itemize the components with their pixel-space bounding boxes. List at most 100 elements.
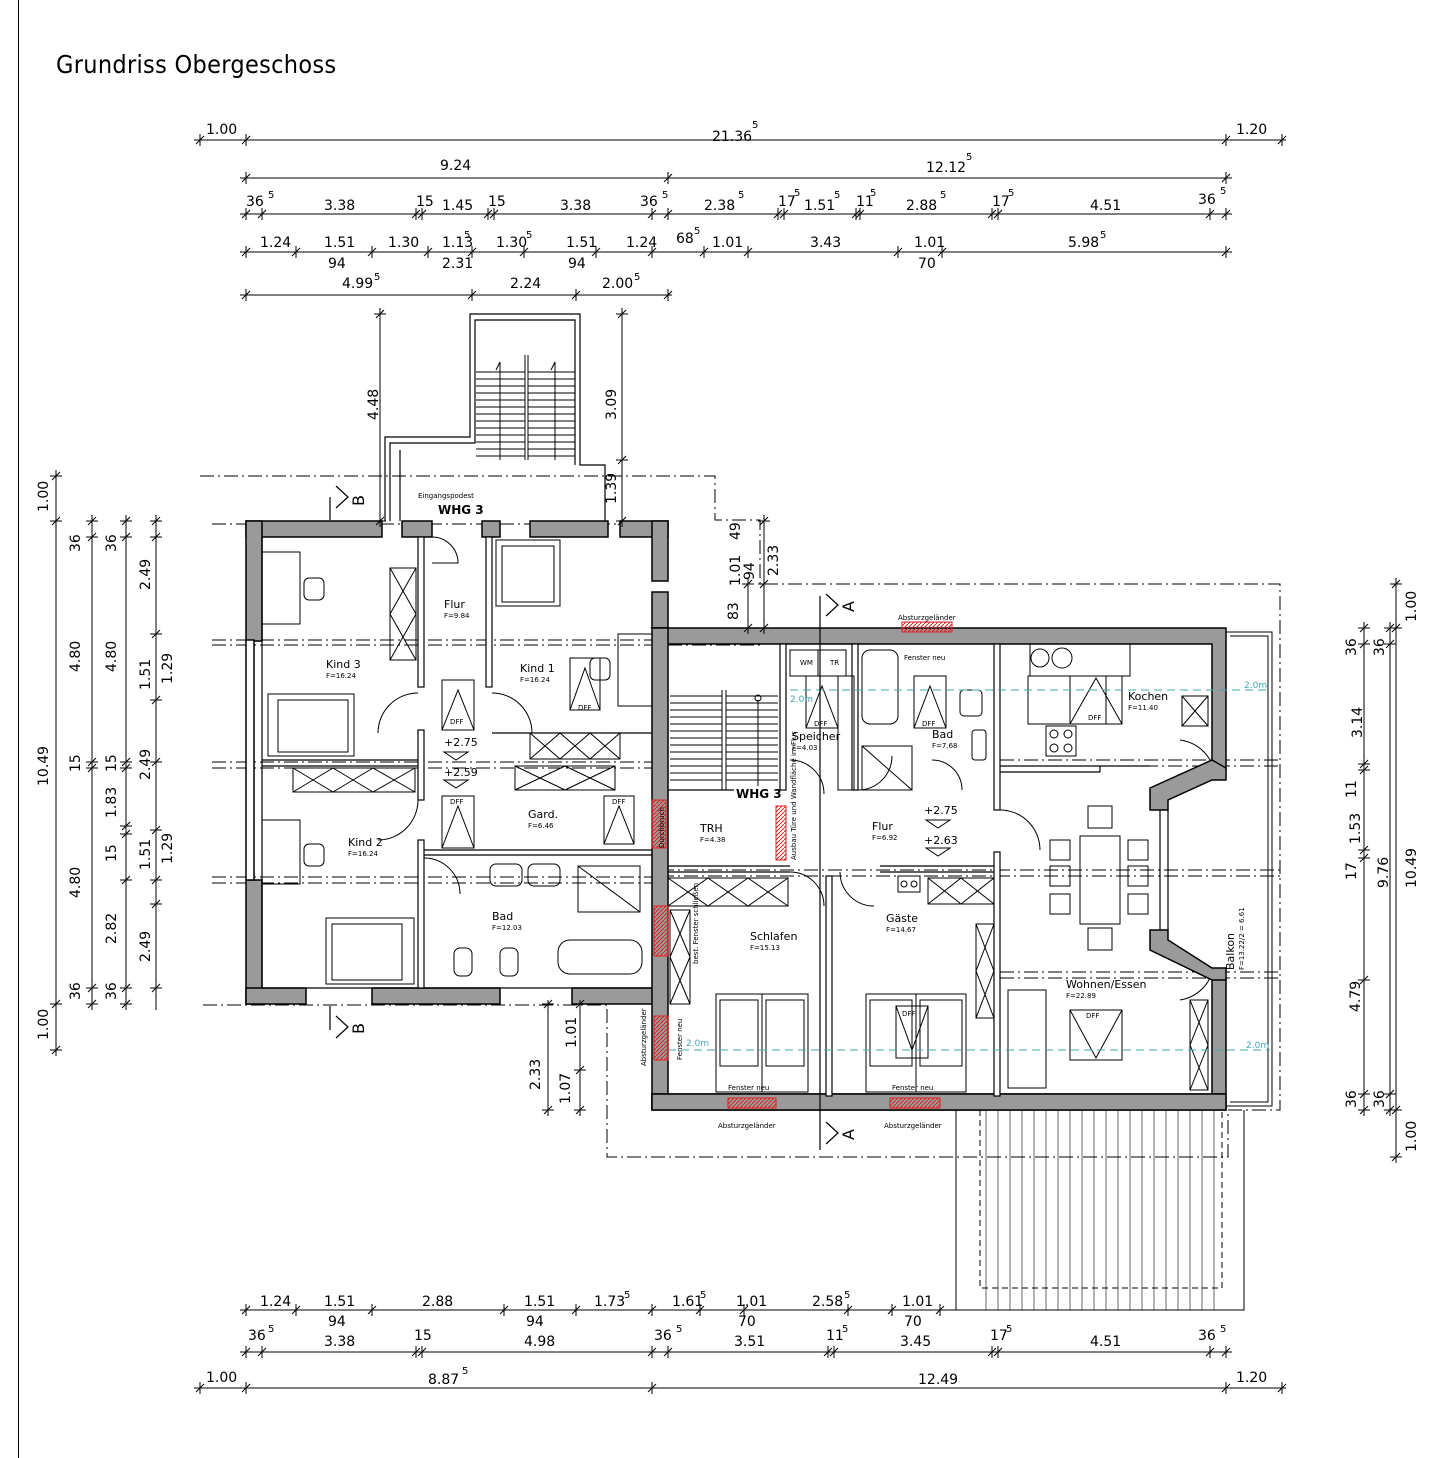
dim-text: 36 bbox=[1198, 192, 1216, 208]
absturz-label: Absturzgeländer bbox=[718, 1122, 776, 1130]
dim-text: 2.49 bbox=[138, 931, 154, 962]
dim-text: 49 bbox=[728, 522, 744, 540]
absturz-label: Absturzgeländer bbox=[884, 1122, 942, 1130]
sup: 5 bbox=[844, 1290, 850, 1301]
dim-text: 36 bbox=[640, 194, 658, 210]
dim-text: 15 bbox=[416, 194, 434, 210]
room-area: F=4.03 bbox=[792, 744, 817, 752]
sup: 5 bbox=[374, 272, 380, 283]
fenster-neu-label: Fenster neu bbox=[904, 654, 945, 662]
best-fenster-label: best. Fenster schließen bbox=[692, 883, 700, 964]
dim-text: 1.01 bbox=[902, 1294, 933, 1310]
dim-text: 1.00 bbox=[36, 1009, 52, 1040]
dff-label: DFF bbox=[902, 1010, 915, 1018]
right-unit-interior bbox=[668, 643, 1169, 1097]
dim-text: 4.51 bbox=[1090, 198, 1121, 214]
absturz-label: Absturzgeländer bbox=[898, 614, 956, 622]
dim-text: 1.01 bbox=[914, 235, 945, 251]
fenster-neu-label: Fenster neu bbox=[728, 1084, 769, 1092]
dim-text: 1.01 bbox=[728, 555, 744, 586]
room-area: F=12.03 bbox=[492, 924, 522, 932]
dim-text: 15 bbox=[104, 844, 120, 862]
dim-text: 11 bbox=[1344, 780, 1360, 798]
height-lines bbox=[668, 689, 1270, 1051]
room-area: F=9.84 bbox=[444, 612, 470, 620]
dim-text: 9.24 bbox=[440, 158, 471, 174]
dim-text: 36 bbox=[246, 194, 264, 210]
dim-text: 2.49 bbox=[138, 559, 154, 590]
room-name: Kind 2 bbox=[348, 836, 383, 849]
dim-text: 1.51 bbox=[324, 1294, 355, 1310]
dim-text: 1.51 bbox=[566, 235, 597, 251]
dim-text: 70 bbox=[904, 1314, 922, 1330]
dim-text: 36 bbox=[248, 1328, 266, 1344]
dim-text: 1.20 bbox=[1236, 1370, 1267, 1386]
dim-text: 21.36 bbox=[712, 129, 752, 145]
dim-text: 4.79 bbox=[1348, 981, 1364, 1012]
dim-text: 1.00 bbox=[1404, 591, 1420, 622]
eingang-label: Eingangspodest bbox=[418, 492, 474, 500]
sup: 5 bbox=[842, 1324, 848, 1335]
dim-text: 1.01 bbox=[736, 1294, 767, 1310]
dim-text: 15 bbox=[414, 1328, 432, 1344]
right-unit-furniture bbox=[667, 643, 1211, 1093]
dim-text: 3.14 bbox=[1350, 707, 1366, 738]
left-unit-furniture bbox=[261, 536, 653, 985]
dim-text: 1.00 bbox=[206, 122, 237, 138]
room-area: F=11.40 bbox=[1128, 704, 1158, 712]
room-area: F=14.67 bbox=[886, 926, 916, 934]
dff-label: DFF bbox=[814, 720, 827, 728]
section-letter: A bbox=[839, 601, 858, 612]
dim-text: 15 bbox=[68, 754, 84, 772]
sup: 5 bbox=[752, 120, 758, 131]
dim-text: 2.24 bbox=[510, 276, 541, 292]
dim-text: 1.29 bbox=[160, 653, 176, 684]
section-letter: B bbox=[349, 1023, 368, 1034]
dim-text: 8.87 bbox=[428, 1372, 459, 1388]
dim-text: 3.43 bbox=[810, 235, 841, 251]
dim-text: 3.45 bbox=[900, 1334, 931, 1350]
dim-text: 68 bbox=[676, 231, 694, 247]
room-area: F=16.24 bbox=[348, 850, 378, 858]
dim-text: 1.30 bbox=[388, 235, 419, 251]
section-letter: A bbox=[839, 1129, 858, 1140]
room-name: Gard. bbox=[528, 808, 558, 821]
dim-text: 1.51 bbox=[804, 198, 835, 214]
dimension-lines bbox=[50, 134, 1402, 1394]
room-name: Bad bbox=[932, 728, 953, 741]
dff-label: DFF bbox=[450, 718, 463, 726]
sup: 5 bbox=[526, 230, 532, 241]
room-area: F=16.24 bbox=[520, 676, 550, 684]
dim-text: 5.98 bbox=[1068, 235, 1099, 251]
sup: 5 bbox=[870, 188, 876, 199]
dim-text: 9.76 bbox=[1376, 857, 1392, 888]
dim-text: 1.00 bbox=[1404, 1121, 1420, 1152]
room-area: F=4.38 bbox=[700, 836, 725, 844]
dim-text: 1.24 bbox=[260, 1294, 291, 1310]
dim-text: 17 bbox=[990, 1328, 1008, 1344]
height-line-label: 2.0m bbox=[1244, 681, 1267, 691]
room-labels: Kind 3 F=16.24 Flur F=9.84 Kind 1 F=16.2… bbox=[326, 598, 1246, 1000]
dimension-labels-bottom: 1.24 1.51 2.88 1.51 1.73 94 94 1.61 1.01… bbox=[206, 1294, 1267, 1388]
dim-text: 36 bbox=[1198, 1328, 1216, 1344]
room-area: F=7.68 bbox=[932, 742, 957, 750]
room-name: Kind 1 bbox=[520, 662, 555, 675]
dim-text: 1.45 bbox=[442, 198, 473, 214]
dim-text: 36 bbox=[1372, 638, 1388, 656]
dim-text: 1.20 bbox=[1236, 122, 1267, 138]
dff-label: DFF bbox=[1086, 1012, 1099, 1020]
room-area: F=6.92 bbox=[872, 834, 897, 842]
dim-text: 11 bbox=[856, 194, 874, 210]
height-line-label: 2.0m bbox=[1246, 1041, 1269, 1051]
fenster-neu-label: Fenster neu bbox=[676, 1019, 684, 1060]
room-area: F=6.46 bbox=[528, 822, 554, 830]
dim-text: 83 bbox=[726, 602, 742, 620]
dim-text: 70 bbox=[918, 256, 936, 272]
right-staircase bbox=[667, 643, 781, 798]
dim-text: 2.33 bbox=[528, 1059, 544, 1090]
dim-text: 1.83 bbox=[104, 787, 120, 818]
dim-text: 3.38 bbox=[560, 198, 591, 214]
level-label: +2.75 bbox=[924, 804, 958, 817]
dim-text: 2.88 bbox=[422, 1294, 453, 1310]
dim-text: 15 bbox=[104, 754, 120, 772]
